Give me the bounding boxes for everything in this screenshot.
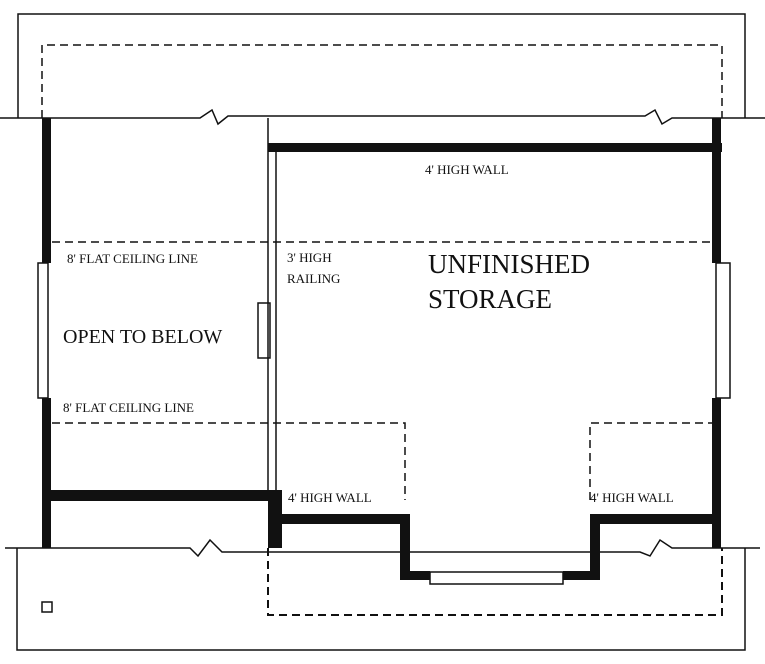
open-to-below-label: OPEN TO BELOW [63,326,222,348]
ceiling-line-lower-label: 8' FLAT CEILING LINE [63,400,194,415]
railing [267,118,277,490]
chimney-square [41,601,53,613]
window-right [715,262,731,399]
bottom-roof-outline [16,548,746,651]
wall-left-lower-label: 4' HIGH WALL [288,490,372,505]
top-roof-dashed [41,44,723,118]
bottom-roof-dashed [267,548,723,616]
wall-right-lower-label: 4' HIGH WALL [590,490,674,505]
top-eave-line [0,108,765,126]
storage-label-1: UNFINISHED [428,249,590,279]
storage-label-2: STORAGE [428,284,552,314]
bottom-eave-line [5,538,760,558]
thick-walls [42,118,722,580]
ceiling-line-lower [52,422,712,500]
window-bottom [429,571,564,585]
railing-label-1: 3' HIGH [287,250,332,265]
ceiling-line-upper-label: 8' FLAT CEILING LINE [67,251,198,266]
window-left [37,262,49,399]
railing-post [257,302,271,359]
railing-label-2: RAILING [287,271,340,286]
top-wall-label: 4' HIGH WALL [425,162,509,177]
top-roof-outline [17,13,746,118]
